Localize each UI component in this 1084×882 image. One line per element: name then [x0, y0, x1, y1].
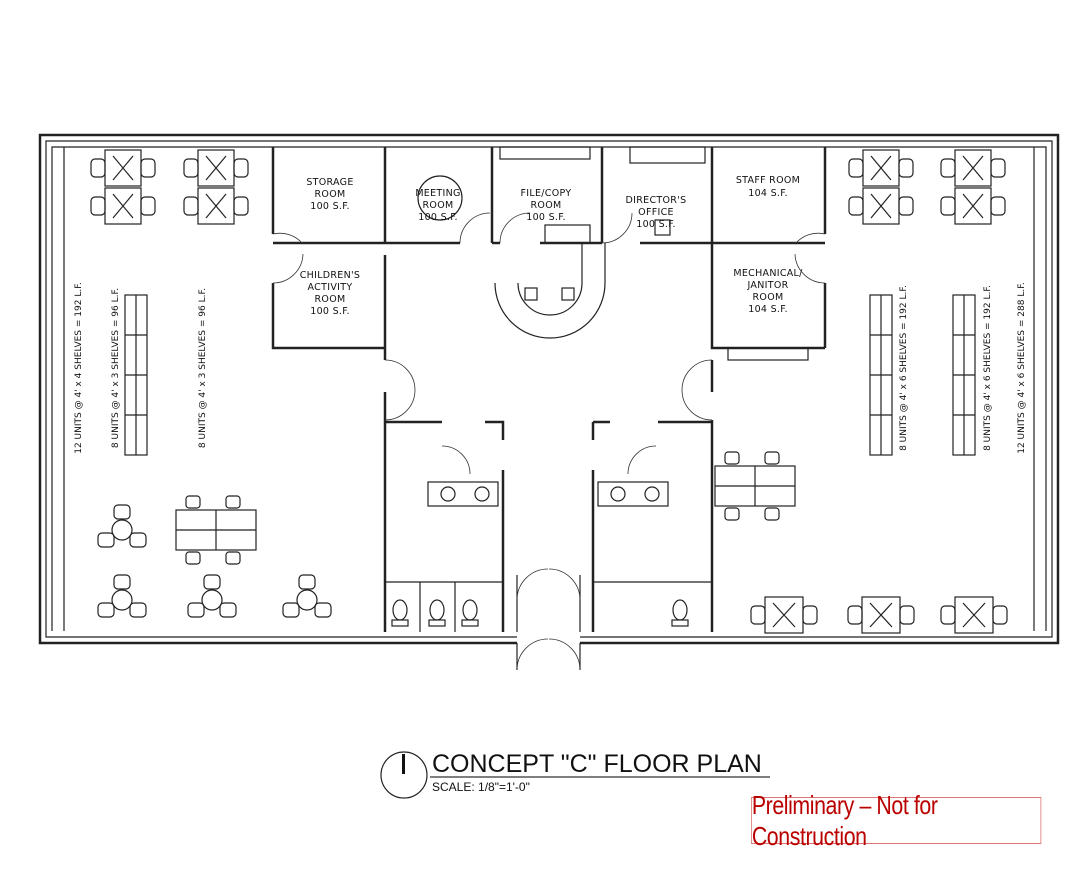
chair: [225, 551, 241, 565]
chair: [97, 532, 115, 548]
chair: [847, 605, 863, 625]
plan-title: CONCEPT "C" FLOOR PLAN: [432, 750, 762, 778]
preliminary-stamp: Preliminary – Not for Construction: [751, 790, 1042, 851]
chair: [899, 605, 915, 625]
shelf-label: 8 UNITS @ 4' x 6 SHELVES = 192 L.F.: [983, 285, 993, 451]
chair: [990, 196, 1006, 216]
shelf-label: 8 UNITS @ 4' x 3 SHELVES = 96 L.F.: [198, 288, 208, 448]
interior-walls: [271, 147, 827, 632]
reading-pod: [111, 589, 133, 611]
chair: [183, 196, 199, 216]
doors: [272, 212, 826, 671]
chair: [113, 504, 131, 520]
toilet: [392, 599, 408, 621]
chair: [129, 532, 147, 548]
toilet: [429, 599, 445, 621]
toilet-tank: [461, 619, 479, 627]
chair: [314, 602, 332, 618]
plan-scale: SCALE: 1/8"=1'-0": [432, 780, 530, 794]
chair: [185, 495, 201, 509]
toilet: [462, 599, 478, 621]
chair: [940, 158, 956, 178]
chair: [187, 602, 205, 618]
chair: [898, 196, 914, 216]
chair: [97, 602, 115, 618]
chair: [113, 574, 131, 590]
chair: [898, 158, 914, 178]
toilet-tank: [391, 619, 409, 627]
chair: [282, 602, 300, 618]
chair: [183, 158, 199, 178]
chair: [802, 605, 818, 625]
toilet-tank: [671, 619, 689, 627]
shelf-label: 8 UNITS @ 4' x 3 SHELVES = 96 L.F.: [111, 288, 121, 448]
shelf-label: 12 UNITS @ 4' x 6 SHELVES = 288 L.F.: [1017, 282, 1027, 454]
chair: [90, 158, 106, 178]
chair: [233, 196, 249, 216]
shelf-label: 8 UNITS @ 4' x 6 SHELVES = 192 L.F.: [899, 285, 909, 451]
chair: [233, 158, 249, 178]
section-marker-icon: [380, 751, 428, 799]
chair: [203, 574, 221, 590]
furniture: [63, 147, 1035, 634]
chair: [724, 451, 740, 465]
chair: [140, 196, 156, 216]
reading-pod: [111, 519, 133, 541]
chair: [129, 602, 147, 618]
chair: [940, 196, 956, 216]
reception-desk: [494, 243, 606, 339]
chair: [992, 605, 1008, 625]
shelf-labels: 12 UNITS @ 4' x 4 SHELVES = 192 L.F. 8 U…: [74, 282, 1027, 454]
chair: [990, 158, 1006, 178]
chair: [764, 507, 780, 521]
reading-pod: [296, 589, 318, 611]
shelf-label: 12 UNITS @ 4' x 4 SHELVES = 192 L.F.: [74, 282, 84, 454]
title-block: CONCEPT "C" FLOOR PLAN SCALE: 1/8"=1'-0": [380, 750, 770, 799]
chair: [848, 158, 864, 178]
chair: [764, 451, 780, 465]
counters: [417, 146, 809, 507]
chair: [724, 507, 740, 521]
chair: [750, 605, 766, 625]
reading-pod: [201, 589, 223, 611]
toilet: [672, 599, 688, 621]
chair: [185, 551, 201, 565]
toilet-tank: [428, 619, 446, 627]
chair: [298, 574, 316, 590]
chair: [90, 196, 106, 216]
chair: [848, 196, 864, 216]
chair: [225, 495, 241, 509]
chair: [940, 605, 956, 625]
chair: [140, 158, 156, 178]
chair: [219, 602, 237, 618]
